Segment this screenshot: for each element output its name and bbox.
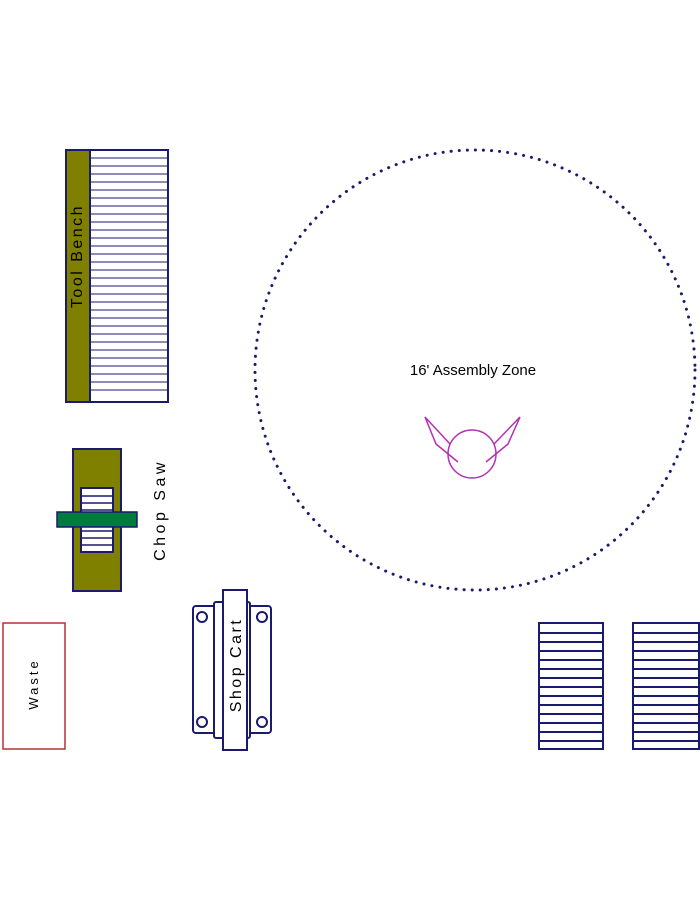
material-stack-left <box>538 622 604 750</box>
shop-cart-handle <box>222 589 248 751</box>
shop-cart: Shop Cart <box>192 589 272 751</box>
assembly-zone-boundary <box>253 148 697 592</box>
shop-cart-wheel <box>196 716 208 728</box>
tool-bench-top <box>89 149 169 403</box>
shop-cart-wheel <box>256 716 268 728</box>
tool-bench-label: Tool Bench <box>69 204 86 308</box>
shop-cart-wheel <box>256 611 268 623</box>
chop-saw-label: Chop Saw <box>152 459 169 561</box>
tool-bench: Tool Bench <box>65 149 169 403</box>
chop-saw: Chop Saw <box>56 448 169 592</box>
tool-bench-base <box>65 149 91 403</box>
person-topview-icon <box>424 416 521 479</box>
tool-bench-slats <box>90 157 168 391</box>
assembly-zone: 16' Assembly Zone <box>253 148 697 592</box>
waste-bin: Waste <box>2 622 66 750</box>
shop-cart-wheel <box>196 611 208 623</box>
waste-label: Waste <box>26 658 41 709</box>
shop-cart-label: Shop Cart <box>228 618 245 713</box>
material-stack-right <box>632 622 700 750</box>
assembly-zone-label: 16' Assembly Zone <box>410 362 536 379</box>
material-stack-slats <box>633 632 699 742</box>
chop-saw-blade <box>56 511 138 528</box>
material-stack-slats <box>539 632 603 742</box>
waste-bin-outline <box>2 622 66 750</box>
